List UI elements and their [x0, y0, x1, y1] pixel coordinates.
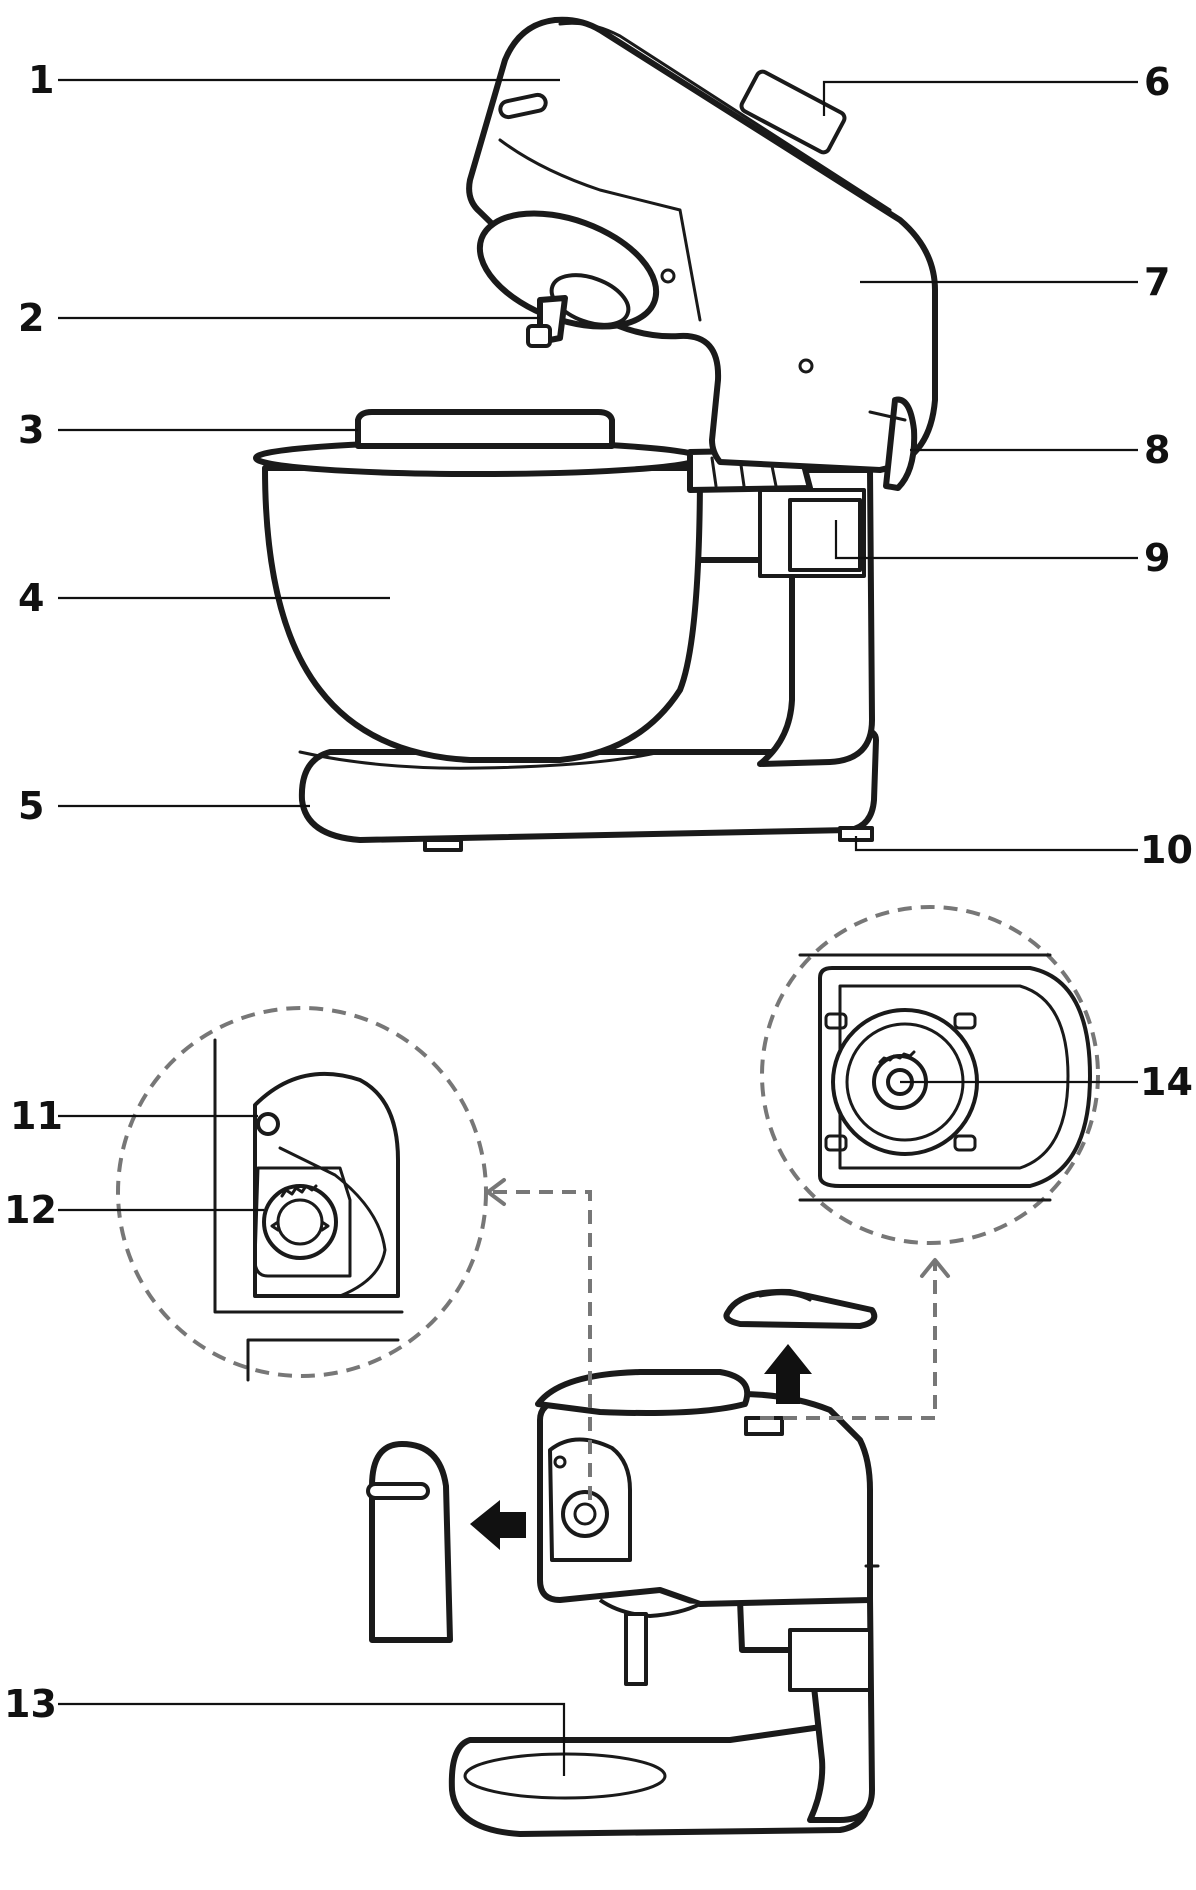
- removal-arrows: [470, 1344, 812, 1550]
- callout-9: 9: [1144, 536, 1170, 580]
- mixer-head: [466, 16, 938, 473]
- callout-2: 2: [18, 296, 44, 340]
- connector-top: [760, 1262, 937, 1420]
- callout-12: 12: [4, 1188, 57, 1232]
- detail-circle-right: [760, 905, 1100, 1245]
- arrow-up-icon: [764, 1344, 812, 1404]
- callout-14: 14: [1140, 1060, 1193, 1104]
- mixing-bowl: [262, 465, 703, 763]
- callout-lines-top: [58, 78, 1138, 852]
- detail-side-outlet: [116, 1006, 488, 1382]
- side-outlet-hub: [561, 1490, 609, 1538]
- connector-side: [490, 1190, 592, 1500]
- callout-lines-zoom: [58, 1080, 1138, 1212]
- side-outlet-cover: [366, 1441, 453, 1643]
- side-outlet-pin: [256, 1112, 280, 1136]
- head-top-cover-bottom: [535, 1369, 751, 1416]
- callout-6: 6: [1144, 60, 1170, 104]
- release-button: [739, 69, 847, 155]
- top-outlet-cover: [723, 1288, 878, 1329]
- callout-5: 5: [18, 784, 44, 828]
- callout-7: 7: [1144, 260, 1170, 304]
- side-outlet-cover-plate: [253, 1071, 400, 1298]
- side-cover-knob: [366, 1482, 430, 1500]
- lift-handle: [498, 92, 548, 120]
- head-top-cover: [558, 21, 892, 212]
- callout-1: 1: [28, 58, 54, 102]
- mixer-assembled: [253, 16, 938, 852]
- arrow-left-icon: [470, 1500, 526, 1550]
- splash-guard-lid: [355, 409, 615, 449]
- dashed-connectors: [486, 1178, 950, 1500]
- callout-3: 3: [18, 408, 44, 452]
- detail-top-outlet: [760, 905, 1100, 1245]
- base-foot-left: [423, 838, 463, 852]
- callout-13: 13: [4, 1682, 57, 1726]
- mixer-head-up: [448, 1369, 880, 1837]
- base-plate: [448, 1717, 873, 1837]
- callout-11: 11: [10, 1094, 63, 1138]
- callout-4: 4: [18, 576, 44, 620]
- side-outlet-gear: [262, 1184, 338, 1260]
- callout-10: 10: [1140, 828, 1193, 872]
- callout-numbers: 1 2 3 4 5 6 7 8 9 10 11 12 13 14: [4, 58, 1193, 1726]
- drive-shaft-lower: [624, 1612, 648, 1686]
- speed-knob: [883, 396, 918, 491]
- callout-8: 8: [1144, 428, 1170, 472]
